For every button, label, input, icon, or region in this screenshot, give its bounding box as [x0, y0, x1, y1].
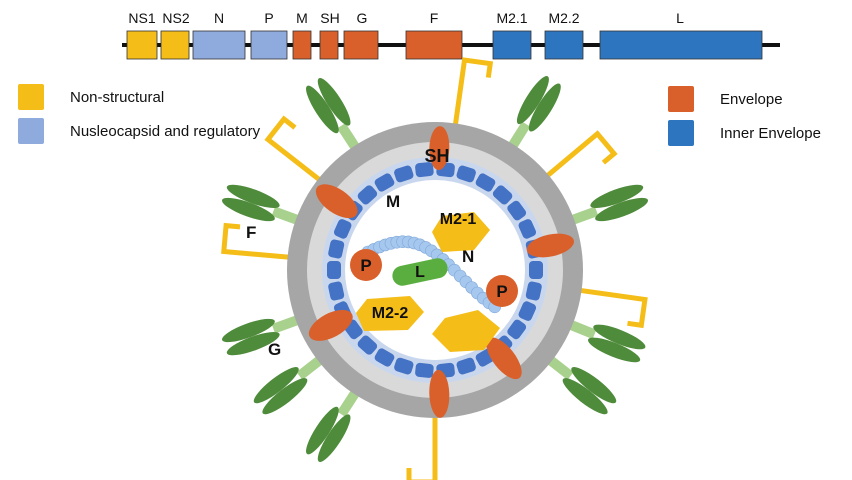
gene-label-m2-2: M2.2 — [548, 10, 579, 26]
matrix-block — [456, 165, 476, 183]
label-p-right: P — [496, 282, 507, 301]
label-p-left: P — [360, 256, 371, 275]
matrix-block — [357, 185, 378, 205]
envelope-oval — [308, 309, 353, 341]
m2-1-hexagon — [432, 212, 490, 252]
gene-label-l: L — [676, 10, 684, 26]
gene-block-g — [343, 30, 379, 60]
f-glycoprotein-spike — [508, 76, 561, 149]
matrix-block — [518, 219, 537, 239]
matrix-block — [333, 219, 352, 239]
f-glycoprotein-spike — [570, 184, 648, 225]
legend-swatch-nucleocapsid — [18, 118, 44, 144]
m2-2-hexagon — [356, 296, 424, 331]
matrix-block — [374, 348, 395, 367]
gene-block-p — [250, 30, 288, 60]
genome-map: NS1 NS2 N P M SH G F M2.1 M2.2 L — [122, 10, 780, 60]
gene-label-g: G — [357, 10, 368, 26]
matrix-block — [374, 173, 395, 192]
gene-block-n — [192, 30, 246, 60]
gene-label-ns1: NS1 — [128, 10, 155, 26]
legend-item-envelope: Envelope — [668, 86, 783, 112]
l-polymerase-pill — [392, 258, 448, 286]
f-glycoprotein-spike — [222, 315, 300, 356]
gene-block-l — [599, 30, 763, 60]
f-glycoprotein-spike — [546, 355, 617, 415]
legend-label-inner-envelope: Inner Envelope — [720, 124, 821, 142]
matrix-block — [525, 281, 542, 301]
matrix-block — [394, 165, 414, 183]
f-glycoprotein-spike — [568, 320, 646, 363]
g-glycoprotein-bracket — [579, 287, 648, 329]
gene-block-m2-2 — [544, 30, 584, 60]
legend-item-non-structural: Non-structural — [18, 84, 164, 110]
envelope-oval — [526, 233, 574, 258]
label-m2-1: M2-1 — [440, 211, 477, 228]
matrix-block — [415, 162, 434, 178]
label-m: M — [386, 192, 400, 211]
f-glycoprotein-spike — [222, 184, 300, 225]
inner-hexagon — [432, 310, 500, 352]
legend-swatch-inner-envelope — [668, 120, 694, 146]
matrix-block — [328, 281, 345, 301]
matrix-block — [529, 261, 543, 279]
gene-label-m: M — [296, 10, 308, 26]
g-glycoprotein-bracket — [221, 222, 290, 260]
envelope-oval — [315, 184, 358, 219]
envelope-oval — [429, 126, 450, 171]
gene-label-sh: SH — [320, 10, 339, 26]
f-glycoprotein-spike — [306, 78, 360, 151]
envelope-oval — [486, 337, 522, 380]
legend-swatch-non-structural — [18, 84, 44, 110]
label-g: G — [268, 340, 281, 359]
matrix-block — [456, 357, 476, 375]
gene-block-ns1 — [126, 30, 158, 60]
g-glycoprotein-bracket — [545, 130, 618, 179]
f-glycoprotein-spike — [306, 389, 360, 462]
gene-block-sh — [319, 30, 339, 60]
legend-label-nucleocapsid: Nusleocapsid and regulatory — [70, 122, 261, 140]
envelope-proteins — [308, 126, 574, 418]
matrix-block — [507, 200, 527, 221]
g-glycoprotein-bracket — [452, 57, 494, 126]
matrix-block — [518, 301, 537, 321]
p-protein-left — [350, 249, 382, 281]
matrix-block — [394, 357, 414, 375]
p-protein-right — [486, 275, 518, 307]
legend-item-inner-envelope: Inner Envelope — [668, 120, 821, 146]
surface-glycoproteins — [221, 57, 648, 480]
g-glycoprotein-bracket — [264, 115, 322, 183]
gene-block-ns2 — [160, 30, 190, 60]
gene-label-f: F — [430, 10, 439, 26]
label-n: N — [462, 247, 474, 266]
gene-label-p: P — [264, 10, 273, 26]
legend-item-nucleocapsid: Nusleocapsid and regulatory — [18, 118, 260, 144]
label-l: L — [415, 264, 425, 281]
matrix-block — [507, 319, 527, 340]
f-glycoprotein-spike — [253, 355, 324, 415]
legend-swatch-envelope — [668, 86, 694, 112]
legend-label-envelope: Envelope — [720, 90, 783, 108]
g-glycoprotein-bracket — [406, 416, 438, 480]
matrix-block — [327, 261, 341, 279]
gene-label-m2-1: M2.1 — [496, 10, 527, 26]
gene-label-ns2: NS2 — [162, 10, 189, 26]
matrix-block — [415, 362, 434, 378]
envelope-oval — [429, 369, 450, 418]
matrix-block — [492, 185, 513, 205]
matrix-block — [328, 239, 345, 259]
label-sh: SH — [424, 146, 449, 166]
gene-block-m2-1 — [492, 30, 532, 60]
gene-block-m — [292, 30, 312, 60]
legend-label-non-structural: Non-structural — [70, 88, 165, 106]
gene-label-n: N — [214, 10, 224, 26]
matrix-block — [357, 335, 378, 355]
label-m2-2: M2-2 — [372, 305, 409, 322]
nucleoprotein-chain — [361, 235, 502, 314]
label-f: F — [246, 223, 256, 242]
gene-block-f — [405, 30, 463, 60]
matrix-block — [475, 173, 496, 192]
